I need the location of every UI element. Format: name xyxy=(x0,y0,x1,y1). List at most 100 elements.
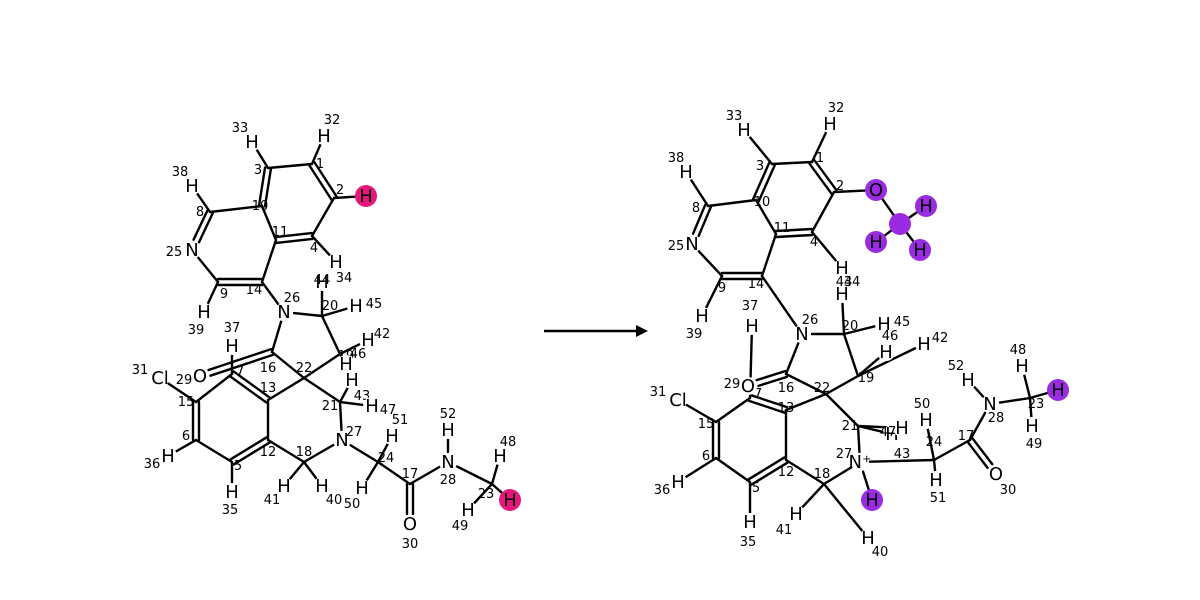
product-bond-16-29 xyxy=(755,369,789,388)
product-atom-symbol-34: H xyxy=(835,258,849,279)
reactant-bond-8-25-b xyxy=(197,212,214,244)
reactant-bond-10-8 xyxy=(208,204,264,214)
product-atom-index-49: 49 xyxy=(1026,437,1043,452)
product-atom-aH3: H xyxy=(909,239,931,261)
product-atom-bg-52 xyxy=(959,371,977,389)
product-bond-19-46 xyxy=(856,356,882,378)
product-atom-52: H52 xyxy=(948,359,977,391)
reactant-atom-index-16: 16 xyxy=(260,361,277,376)
product-atom-bg-27 xyxy=(851,453,869,471)
product-atom-index-34: 34 xyxy=(844,275,861,290)
product-atom-bg-38 xyxy=(677,163,695,181)
reactant-atom-index-7: 7 xyxy=(236,365,244,380)
reactant-bond-21-27 xyxy=(338,400,343,432)
reactant-atom-symbol-43: H xyxy=(345,370,359,391)
product-atom-index-14: 14 xyxy=(748,277,765,292)
product-atom-bg-34 xyxy=(833,259,851,277)
reactant-bond-14-11 xyxy=(260,238,278,284)
reactant-bond-17-28 xyxy=(408,465,441,486)
reactant-highlight-rH2 xyxy=(355,185,377,207)
reactant-atom-51: H51 xyxy=(383,413,408,447)
reactant-atom-symbol-49: H xyxy=(461,500,475,521)
reactant-bond-24-17 xyxy=(376,460,412,486)
reactant-bond-16-29-b xyxy=(209,353,275,377)
product-atom-index-52: 52 xyxy=(948,359,965,374)
product-atom-index-16: 16 xyxy=(778,381,795,396)
reactant-atom-28: N28 xyxy=(439,452,457,488)
product-atom-41: H41 xyxy=(776,504,805,538)
product-bond-7-15 xyxy=(714,396,752,424)
reactant-bond-3-1 xyxy=(266,162,314,170)
reactant-atom-symbol-28: N xyxy=(441,452,454,473)
reactant-bond-21-43 xyxy=(338,385,350,404)
product-bond-22-19 xyxy=(824,374,860,396)
reactant-atom-index-31: 31 xyxy=(132,363,149,378)
reactant-atom-index-11: 11 xyxy=(272,225,289,240)
product-atom-symbol-46: H xyxy=(879,342,893,363)
reactant-atom-index-28: 28 xyxy=(440,473,457,488)
product-atom-4: 4 xyxy=(810,235,818,250)
reactant-atom-index-15: 15 xyxy=(178,395,195,410)
product-atom-1: 1 xyxy=(816,151,824,166)
product-atom-19: 19 xyxy=(858,371,875,386)
product-atom-symbol-42: H xyxy=(917,334,931,355)
reactant-atom-44: H44 xyxy=(313,272,331,293)
reactant-atom-bg-30 xyxy=(401,515,419,533)
reactant-atom-symbol-30: O xyxy=(403,514,417,535)
reactant-bond-19-42 xyxy=(338,342,363,356)
reactant-bond-22-21 xyxy=(302,376,342,404)
product-atom-symbol-31: Cl xyxy=(669,390,687,411)
reactant-atom-bg-35 xyxy=(223,483,241,501)
product-bond-16-22 xyxy=(784,372,828,396)
product-bond-22-13 xyxy=(784,392,828,412)
reactant-atom-bg-32 xyxy=(315,127,333,145)
reactant-atom-32: H32 xyxy=(315,113,340,147)
product-atom-index-24: 24 xyxy=(926,435,943,450)
reactant-bond-8-25-a xyxy=(192,209,209,241)
product-bond-13-7 xyxy=(747,393,789,415)
product-atom-index-50: 50 xyxy=(914,397,931,412)
product-bond-18-40 xyxy=(822,482,865,533)
product-atom-symbol-48: H xyxy=(1015,356,1029,377)
reactant-bond-2-4 xyxy=(310,196,336,238)
product-atom-bg-25 xyxy=(683,235,701,253)
reactant-atom-bg-42 xyxy=(359,331,377,349)
product-highlight-aHN xyxy=(861,489,883,511)
reactant-atom-index-10: 10 xyxy=(252,199,269,214)
reactant-bond-4-11-a xyxy=(274,231,313,239)
reactant-bond-12-18 xyxy=(266,438,306,464)
product-atom-symbol-aO: O xyxy=(869,180,883,201)
product-atom-symbol-aH2: H xyxy=(869,232,883,253)
reactant-bond-10-3-b xyxy=(257,166,267,207)
product-atom-37: H37 xyxy=(742,299,761,337)
product-bond-8-25-b xyxy=(697,205,712,238)
reactant-bond-11-10 xyxy=(260,204,278,242)
reactant-atom-18: 18 xyxy=(296,445,313,460)
product-atom-index-11: 11 xyxy=(774,221,791,236)
reactant-atom-index-18: 18 xyxy=(296,445,313,460)
product-atom-index-7: 7 xyxy=(754,387,762,402)
product-bond-24-50 xyxy=(926,426,936,462)
reactant-atom-symbol-34: H xyxy=(329,252,343,273)
product-bond-23-48 xyxy=(1022,372,1032,400)
reactant-molecule: 123456789101112131415161718192021222324N… xyxy=(132,113,521,552)
reactant-bond-23-49 xyxy=(472,482,494,506)
product-highlight-aH23 xyxy=(1047,379,1069,401)
product-molecule: 123456789101112131415161718192021222324N… xyxy=(650,101,1069,560)
product-bond-1-2 xyxy=(808,159,838,195)
reactant-atom-21: 21 xyxy=(322,399,339,414)
reactant-atom-34: H34 xyxy=(327,252,352,286)
reactant-atom-rH2: H xyxy=(355,185,377,207)
product-atom-index-10: 10 xyxy=(754,195,771,210)
product-bond-18-41 xyxy=(800,482,826,510)
reactant-atom-bg-25 xyxy=(183,241,201,259)
reactant-atom-bg-51 xyxy=(383,427,401,445)
product-atom-44: H44 xyxy=(833,275,852,305)
reactant-atom-symbol-37: H xyxy=(225,336,239,357)
product-atom-index-22: 22 xyxy=(814,381,831,396)
reactant-atom-20: 20 xyxy=(322,299,339,314)
reactant-bond-4-11 xyxy=(274,231,314,245)
reactant-atom-35: H35 xyxy=(222,482,241,518)
product-bond-8-38 xyxy=(689,177,710,208)
